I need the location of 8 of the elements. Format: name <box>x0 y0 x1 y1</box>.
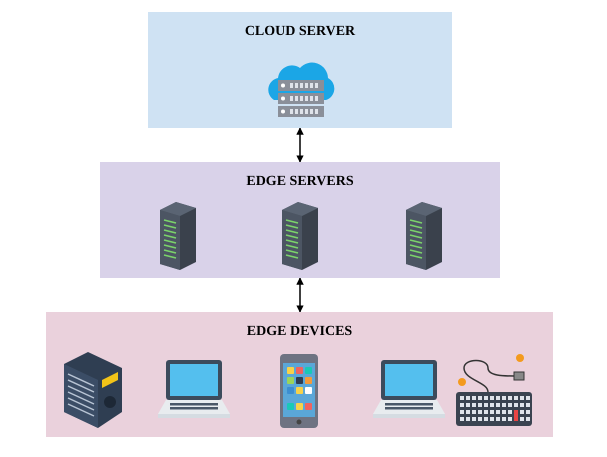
tier-panel <box>46 312 553 437</box>
tier-title: EDGE DEVICES <box>246 323 354 341</box>
tier-panel <box>100 162 500 278</box>
tier-panel <box>148 12 452 128</box>
tier-title: EDGE SERVERS <box>245 173 355 191</box>
tier-title: CLOUD SERVER <box>244 23 356 41</box>
double-arrow <box>296 127 304 163</box>
double-arrow <box>296 277 304 313</box>
